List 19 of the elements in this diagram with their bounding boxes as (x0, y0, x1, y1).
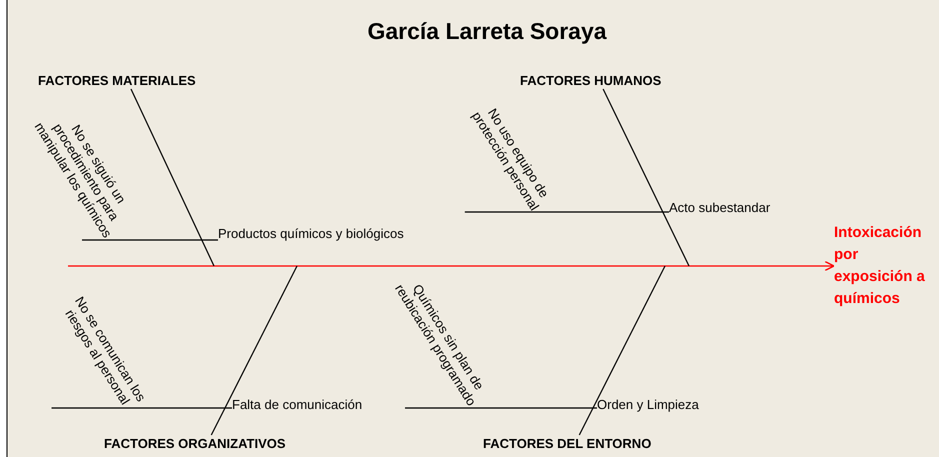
sub-bone-line (82, 239, 218, 241)
category-heading: FACTORES ORGANIZATIVOS (104, 435, 287, 452)
sub-bone-line (405, 407, 597, 409)
effect-label: Intoxicación por exposición a químicos (834, 223, 926, 309)
sub-bone-line (464, 211, 669, 213)
spine-arrow (68, 260, 835, 272)
category-heading: FACTORES HUMANOS (520, 72, 662, 89)
cause-label: Orden y Limpieza (597, 397, 700, 413)
sub-bone-line (52, 407, 232, 409)
cause-label: Falta de comunicación (232, 397, 364, 413)
main-bone-line (578, 266, 666, 436)
category-heading: FACTORES MATERIALES (38, 72, 197, 89)
cause-label: Acto subestandar (669, 200, 772, 216)
main-bone-line (210, 266, 298, 436)
main-bone-line (130, 88, 215, 266)
diagram-title: García Larreta Soraya (366, 18, 608, 45)
main-bone-line (602, 88, 690, 266)
category-heading: FACTORES DEL ENTORNO (483, 435, 652, 452)
cause-label: Productos químicos y biológicos (218, 226, 405, 242)
